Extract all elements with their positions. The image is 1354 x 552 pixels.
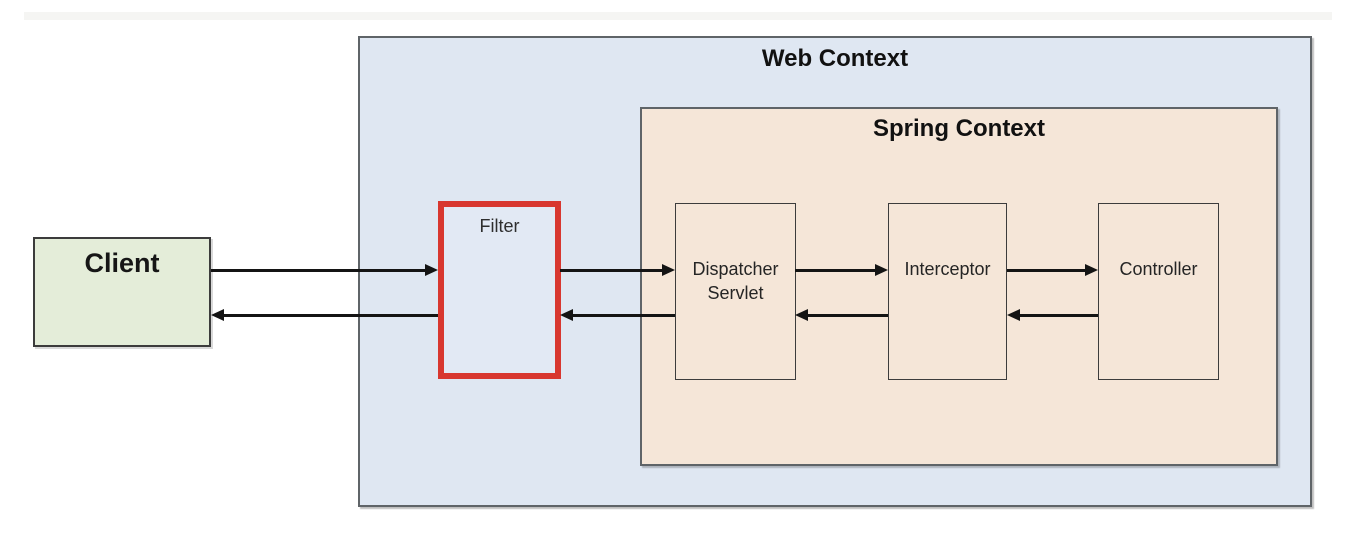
top-edge-strip	[24, 12, 1332, 20]
arrow-client-to-filter	[211, 264, 438, 276]
controller-node: Controller	[1098, 203, 1219, 380]
filter-node: Filter	[438, 201, 561, 379]
dispatcher-servlet-node: Dispatcher Servlet	[675, 203, 796, 380]
filter-label: Filter	[479, 216, 520, 236]
client-node: Client	[33, 237, 211, 347]
interceptor-node: Interceptor	[888, 203, 1007, 380]
arrow-filter-to-dispatcher-servlet	[560, 264, 675, 276]
arrow-interceptor-to-controller	[1007, 264, 1098, 276]
web-context-title: Web Context	[761, 45, 909, 72]
arrow-dispatcher-servlet-to-filter	[560, 309, 675, 321]
client-label: Client	[84, 248, 160, 278]
arrow-interceptor-to-dispatcher-servlet	[795, 309, 888, 321]
spring-context-title: Spring Context	[873, 115, 1045, 142]
arrow-filter-to-client	[211, 309, 438, 321]
arrow-dispatcher-servlet-to-interceptor	[795, 264, 888, 276]
arrow-controller-to-interceptor	[1007, 309, 1098, 321]
